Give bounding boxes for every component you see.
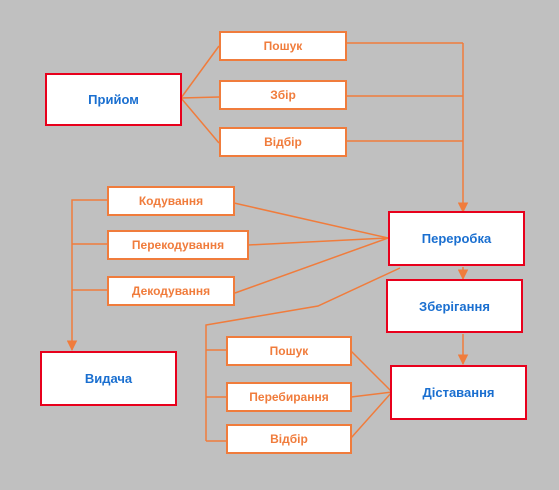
node-poshuk-bottom: Пошук	[226, 336, 352, 366]
node-pryiom: Прийом	[45, 73, 182, 126]
node-dekoduvannia-label: Декодування	[131, 284, 211, 298]
node-zberihannia: Зберігання	[386, 279, 523, 333]
node-koduvannia-label: Кодування	[138, 194, 204, 208]
node-vydacha-label: Видача	[84, 371, 133, 386]
node-distavannia: Діставання	[390, 365, 527, 420]
node-zbir-label: Збір	[270, 88, 296, 102]
node-distavannia-label: Діставання	[422, 385, 495, 400]
node-vydacha: Видача	[40, 351, 177, 406]
node-perebyrannia: Перебирання	[226, 382, 352, 412]
node-perebyrannia-label: Перебирання	[249, 390, 329, 404]
node-koduvannia: Кодування	[107, 186, 235, 216]
node-dekoduvannia: Декодування	[107, 276, 235, 306]
node-perekoduvannia: Перекодування	[107, 230, 249, 260]
node-pererobka-label: Переробка	[421, 231, 492, 246]
node-vidbir-bottom: Відбір	[226, 424, 352, 454]
node-pryiom-label: Прийом	[88, 92, 139, 107]
node-vidbir-bottom-label: Відбір	[270, 432, 308, 446]
node-zbir: Збір	[219, 80, 347, 110]
node-vidbir-top-label: Відбір	[264, 135, 302, 149]
node-pererobka: Переробка	[388, 211, 525, 266]
node-vidbir-top: Відбір	[219, 127, 347, 157]
node-perekoduvannia-label: Перекодування	[131, 238, 225, 252]
node-poshuk-bottom-label: Пошук	[269, 344, 309, 358]
node-poshuk-top: Пошук	[219, 31, 347, 61]
node-poshuk-top-label: Пошук	[263, 39, 303, 53]
node-zberihannia-label: Зберігання	[419, 298, 490, 314]
